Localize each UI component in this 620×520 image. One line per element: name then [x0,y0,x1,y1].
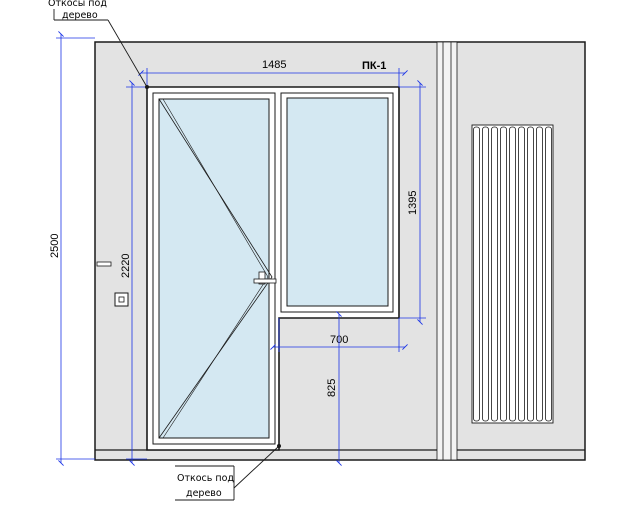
wall-handle-icon [96,261,112,267]
radiator-section [473,126,480,422]
riser-pipes [436,41,458,461]
note-top: Откосы под дерево [48,0,149,89]
note-bottom-line1: Откось под [177,473,234,484]
dim-total-width-text: 1485 [262,59,286,71]
radiator-section [500,126,507,422]
window-sash [280,92,394,313]
wall-switch-icon [114,292,129,307]
dim-window-height-text: 1395 [407,191,419,215]
door-leaf [152,92,277,445]
radiator-section [536,126,543,422]
dimension-sill-height: 825 [326,311,342,466]
window-mark-label: ПК-1 [362,60,386,72]
dim-sill-height-text: 825 [326,379,338,397]
note-bottom: Откось под дерево [175,444,281,501]
dim-wall-height-text: 2500 [49,234,61,258]
radiator-section [482,126,489,422]
door-opening-lines [158,98,273,439]
note-bottom-line2: дерево [186,488,222,499]
dimension-wall-height: 2500 [49,31,95,466]
dimension-door-height: 2220 [120,80,147,466]
dimension-total-width: 1485 [138,59,408,87]
radiator [471,124,554,424]
door-handle-icon [253,271,277,285]
radiator-section [527,126,534,422]
door-glass [158,98,270,439]
window-glass [286,97,389,307]
radiator-section [545,126,552,422]
radiator-section [491,126,498,422]
note-top-line2: дерево [62,10,98,21]
note-top-line1: Откосы под [48,0,107,9]
radiator-section [518,126,525,422]
radiator-section [509,126,516,422]
dim-door-height-text: 2220 [120,254,132,278]
dimension-window-height: 1395 [399,80,426,325]
